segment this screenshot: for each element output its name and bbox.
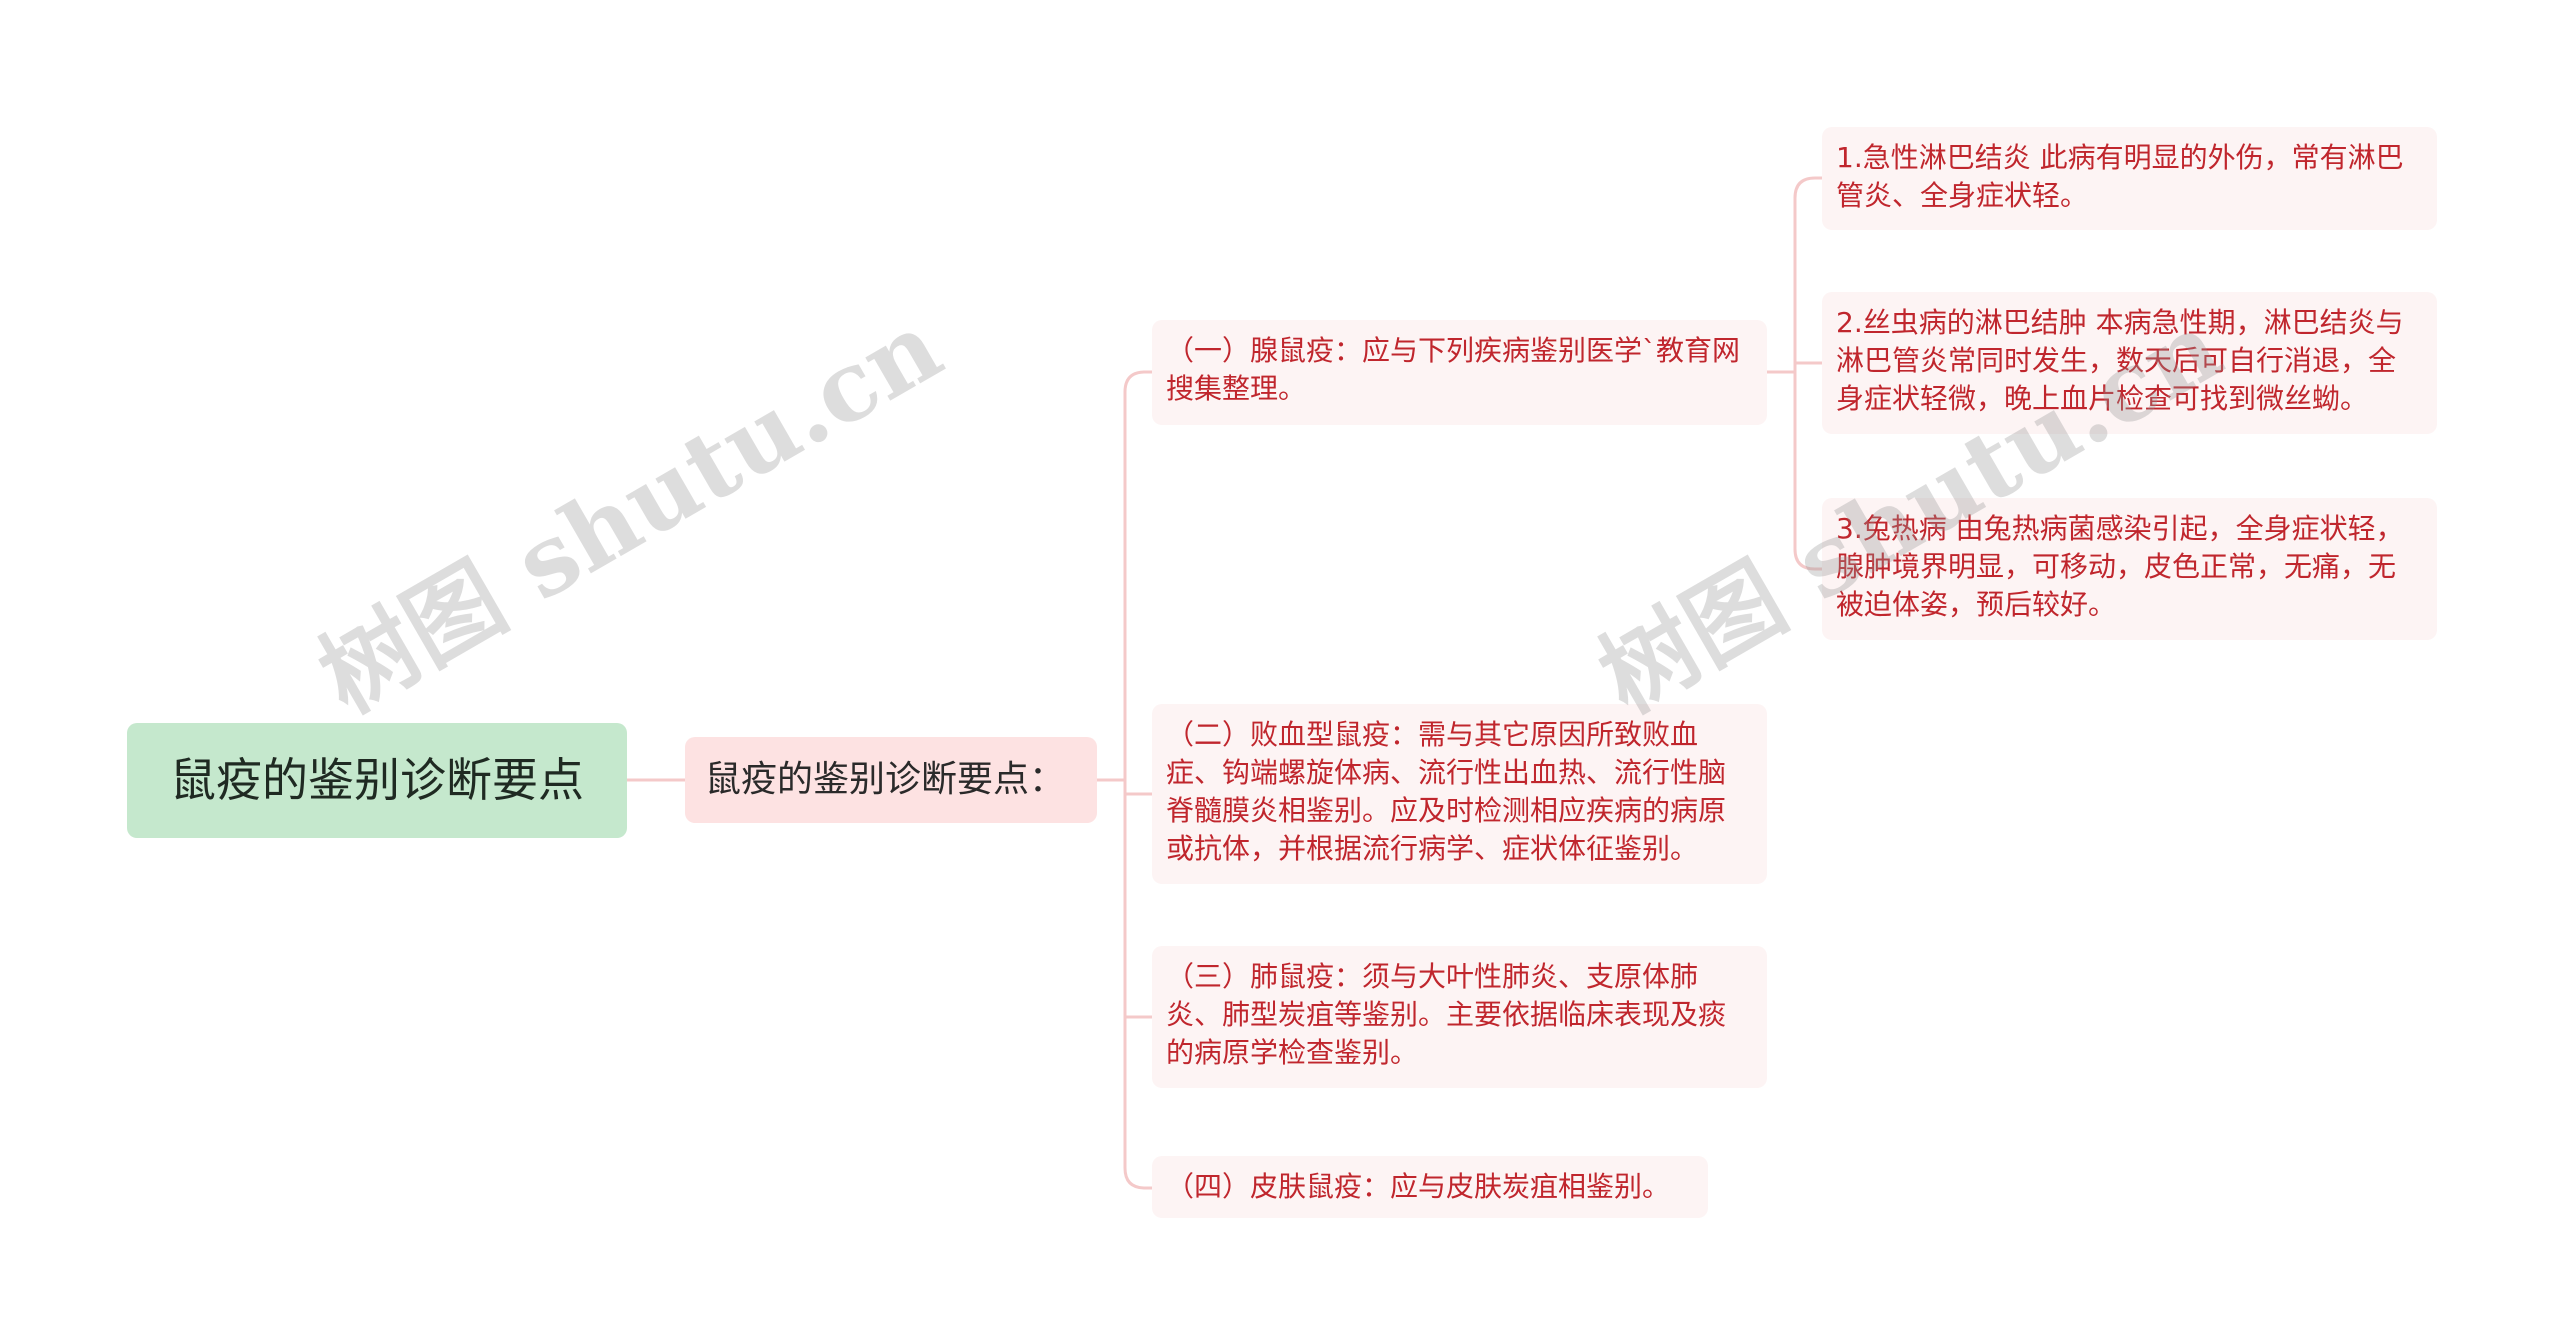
- subtopic-node[interactable]: 鼠疫的鉴别诊断要点：: [685, 737, 1097, 823]
- branch-node-cutaneous[interactable]: （四）皮肤鼠疫：应与皮肤炭疽相鉴别。: [1152, 1156, 1708, 1218]
- leaf-node-filariasis[interactable]: 2.丝虫病的淋巴结肿 本病急性期，淋巴结炎与淋巴管炎常同时发生，数天后可自行消退…: [1822, 292, 2437, 434]
- branch-node-bubonic[interactable]: （一）腺鼠疫：应与下列疾病鉴别医学`教育网搜集整理。: [1152, 320, 1767, 425]
- root-node[interactable]: 鼠疫的鉴别诊断要点: [127, 723, 627, 838]
- leaf-node-acute-lymphadenitis[interactable]: 1.急性淋巴结炎 此病有明显的外伤，常有淋巴管炎、全身症状轻。: [1822, 127, 2437, 230]
- branch-node-pneumonic[interactable]: （三）肺鼠疫：须与大叶性肺炎、支原体肺炎、肺型炭疽等鉴别。主要依据临床表现及痰的…: [1152, 946, 1767, 1088]
- leaf-node-tularemia[interactable]: 3.兔热病 由兔热病菌感染引起，全身症状轻，腺肿境界明显，可移动，皮色正常，无痛…: [1822, 498, 2437, 640]
- connector-leaf-trunk: [1793, 176, 1822, 571]
- branch-node-septicemic[interactable]: （二）败血型鼠疫：需与其它原因所致败血症、钩端螺旋体病、流行性出血热、流行性脑脊…: [1152, 704, 1767, 884]
- connector-branch-trunk: [1123, 370, 1152, 1190]
